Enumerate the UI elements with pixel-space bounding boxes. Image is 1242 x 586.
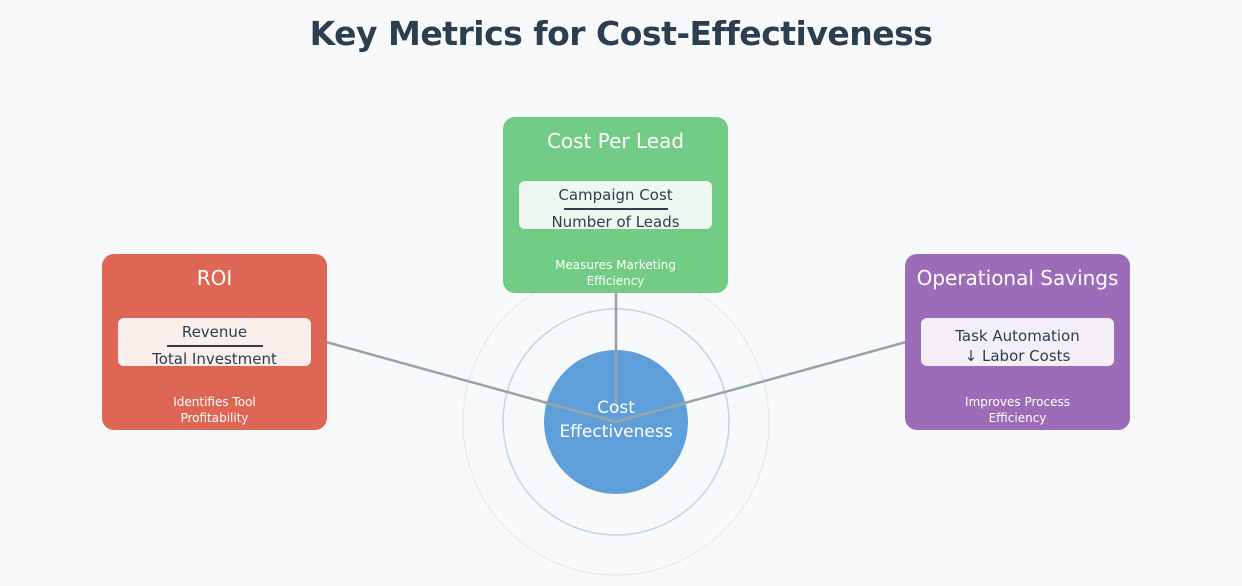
roi-denominator: Total Investment bbox=[152, 350, 277, 368]
operational-savings-caption: Improves Process Efficiency bbox=[915, 394, 1120, 426]
operational-savings-title: Operational Savings bbox=[916, 266, 1119, 290]
operational-savings-caption-line2: Efficiency bbox=[988, 411, 1047, 425]
roi-caption-line2: Profitability bbox=[180, 411, 249, 425]
roi-caption: Identifies Tool Profitability bbox=[112, 394, 317, 426]
roi-numerator: Revenue bbox=[181, 323, 248, 341]
cost-per-lead-caption-line1: Measures Marketing bbox=[555, 258, 676, 272]
fraction-bar bbox=[563, 208, 668, 210]
center-label-line2: Effectiveness bbox=[559, 422, 673, 442]
operational-savings-line1: Task Automation bbox=[955, 327, 1080, 345]
roi-title: ROI bbox=[196, 266, 233, 290]
roi-card: ROI Revenue Total Investment Identifies … bbox=[102, 254, 327, 430]
cost-per-lead-denominator: Number of Leads bbox=[551, 213, 680, 231]
connector-ops-overlay bbox=[615, 400, 689, 424]
cost-per-lead-card: Cost Per Lead Campaign Cost Number of Le… bbox=[503, 117, 728, 293]
operational-savings-line2: ↓ Labor Costs bbox=[964, 347, 1071, 365]
cost-per-lead-title: Cost Per Lead bbox=[546, 129, 685, 153]
roi-caption-line1: Identifies Tool bbox=[173, 395, 256, 409]
connector-roi-overlay bbox=[543, 400, 617, 424]
cost-per-lead-formula: Campaign Cost Number of Leads bbox=[519, 181, 712, 231]
operational-savings-caption-line1: Improves Process bbox=[965, 395, 1070, 409]
diagram-title: Key Metrics for Cost-Effectiveness bbox=[309, 14, 933, 53]
center-label-line1: Cost bbox=[597, 398, 635, 418]
cost-per-lead-caption: Measures Marketing Efficiency bbox=[513, 257, 718, 289]
operational-savings-formula: Task Automation ↓ Labor Costs bbox=[921, 318, 1114, 366]
operational-savings-card: Operational Savings Task Automation ↓ La… bbox=[905, 254, 1130, 430]
cost-per-lead-numerator: Campaign Cost bbox=[558, 186, 673, 204]
roi-formula: Revenue Total Investment bbox=[118, 318, 311, 368]
fraction-bar bbox=[166, 345, 263, 347]
center-label: Cost Effectiveness bbox=[524, 396, 708, 444]
cost-per-lead-caption-line2: Efficiency bbox=[586, 274, 645, 288]
